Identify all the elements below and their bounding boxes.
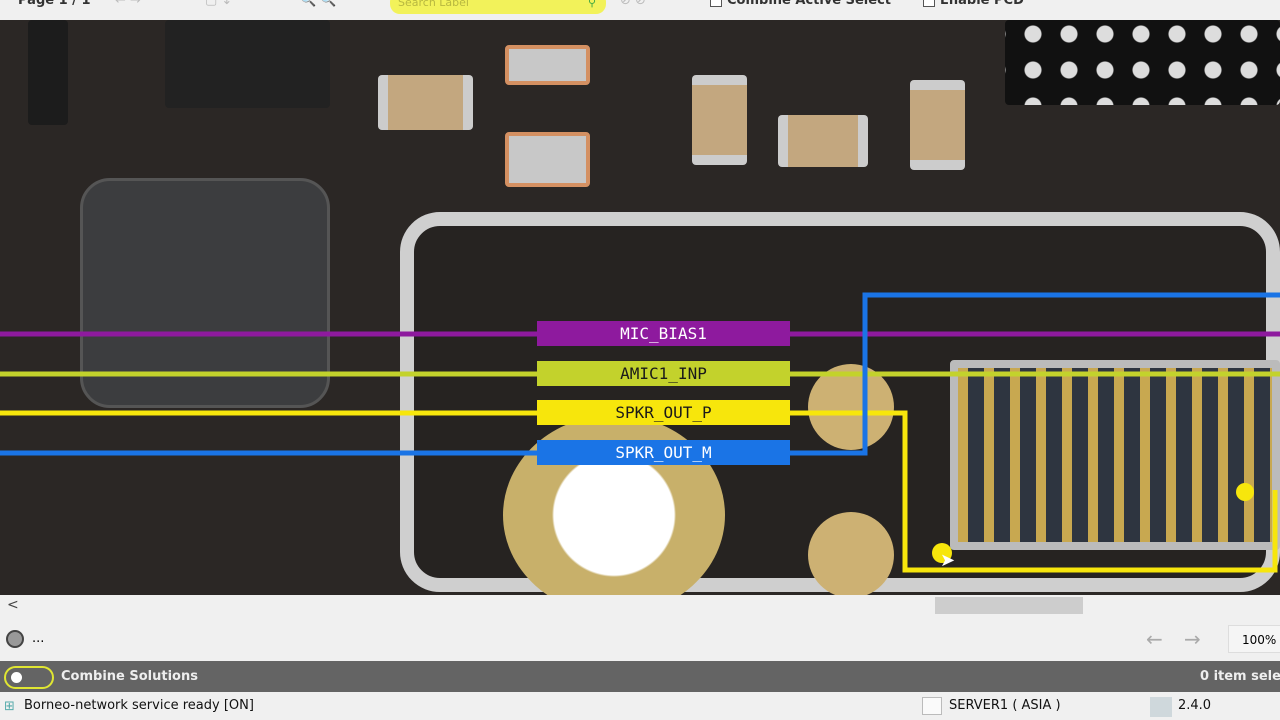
back-icon[interactable]: ← →	[115, 0, 141, 8]
capacitor	[505, 45, 590, 85]
combine-active-select-checkbox[interactable]: Combine Active Select	[710, 0, 891, 8]
pin-marker[interactable]	[1236, 483, 1254, 501]
checkbox-label: Combine Active Select	[727, 0, 892, 8]
test-pad	[808, 364, 894, 450]
filter-icon[interactable]: ⊘ ⊘	[620, 0, 646, 8]
version: 2.4.0	[1178, 698, 1212, 713]
nav-row: ... ← → 100%	[0, 617, 1280, 661]
combine-solutions-toggle[interactable]	[4, 666, 54, 689]
inductor	[80, 178, 330, 408]
component	[28, 20, 68, 125]
net-trace-spkr-out-m[interactable]	[0, 292, 1280, 456]
test-pad	[808, 512, 894, 595]
cursor-icon: ➤	[940, 550, 956, 571]
component	[165, 20, 330, 108]
network-icon: ⊞	[4, 699, 15, 714]
service-status: Borneo-network service ready [ON]	[24, 698, 254, 713]
net-trace-spkr-out-p[interactable]	[0, 410, 1278, 573]
solutions-bar: Combine Solutions 0 item selected	[0, 661, 1280, 692]
forward-arrow-button[interactable]: →	[1184, 627, 1201, 651]
capacitor	[505, 132, 590, 187]
enable-pcd-checkbox[interactable]: Enable PCD	[923, 0, 1024, 8]
zoom-icon[interactable]: 🔍 🔍	[300, 0, 337, 8]
net-label-spkr-out-p[interactable]: SPKR_OUT_P	[537, 400, 790, 425]
net-label-amic1-inp[interactable]: AMIC1_INP	[537, 361, 790, 386]
net-label-mic-bias1[interactable]: MIC_BIAS1	[537, 321, 790, 346]
status-bar: ⊞ Borneo-network service ready [ON] SERV…	[0, 692, 1280, 720]
capacitor	[692, 75, 747, 165]
back-arrow-button[interactable]: ←	[1146, 627, 1163, 651]
checkbox-label: Enable PCD	[940, 0, 1024, 8]
toggle-label: Combine Solutions	[61, 669, 198, 684]
server-name: SERVER1 ( ASIA )	[949, 698, 1061, 713]
toolbar: Page 1 / 1 ← → ▢ ↕ 🔍 🔍 Search Label ⚲ ⊘ ⊘…	[0, 0, 1280, 20]
server-icon	[922, 697, 942, 715]
net-traces	[0, 292, 1280, 573]
selection-count: 0 item selected	[1200, 669, 1280, 684]
pcb-canvas[interactable]: MIC_BIAS1 AMIC1_INP SPKR_OUT_P SPKR_OUT_…	[0, 20, 1280, 595]
net-label-spkr-out-m[interactable]: SPKR_OUT_M	[537, 440, 790, 465]
capacitor	[910, 80, 965, 170]
connector	[950, 360, 1280, 550]
scroll-left-arrow[interactable]: <	[7, 597, 19, 613]
pin-marker[interactable]	[932, 543, 952, 563]
capacitor	[378, 75, 473, 130]
search-input[interactable]: Search Label ⚲	[390, 0, 606, 14]
zoom-field[interactable]: 100%	[1228, 625, 1280, 653]
search-icon: ⚲	[587, 0, 596, 9]
fit-icon[interactable]: ▢ ↕	[205, 0, 233, 8]
version-icon	[1150, 697, 1172, 717]
scrollbar-thumb[interactable]	[935, 597, 1083, 614]
status-dot-icon	[6, 630, 24, 648]
search-placeholder: Search Label	[398, 0, 469, 9]
bga-chip	[1005, 20, 1280, 105]
horizontal-scrollbar[interactable]: <	[0, 595, 1280, 617]
status-text: ...	[32, 631, 45, 646]
page-indicator: Page 1 / 1	[18, 0, 91, 8]
capacitor	[778, 115, 868, 167]
